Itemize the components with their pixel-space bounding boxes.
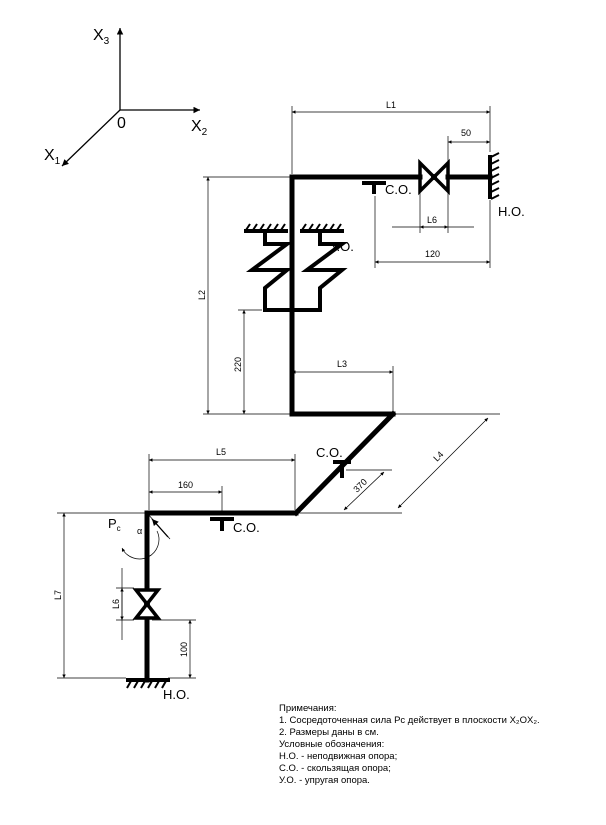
elastic-support-right bbox=[292, 223, 349, 312]
dimension-50 bbox=[447, 136, 490, 162]
axis-x2-label: X2 bbox=[191, 118, 208, 138]
dimension-L7-label: L7 bbox=[53, 590, 63, 600]
valve-bottom-body bbox=[132, 588, 162, 620]
dimension-L5-label: L5 bbox=[216, 447, 226, 457]
force-pc-angle-arc bbox=[121, 530, 160, 560]
valve-bottom bbox=[132, 588, 162, 620]
dimension-L6-bottom bbox=[116, 568, 134, 640]
dimension-L5 bbox=[148, 454, 296, 510]
notes-block: Примечания: 1. Сосредоточенная сила Pс д… bbox=[279, 703, 540, 787]
sliding-support-top-label: С.О. bbox=[385, 182, 412, 197]
dimension-160-label: 160 bbox=[178, 480, 193, 490]
dimension-370-label: 370 bbox=[351, 477, 369, 495]
fixed-support-bottom-label: Н.О. bbox=[163, 687, 190, 702]
axis-origin-label: 0 bbox=[117, 115, 126, 132]
fixed-support-top-label: Н.О. bbox=[498, 204, 525, 219]
axis-x3-label: X3 bbox=[93, 27, 110, 47]
legend-elastic-support: У.О. - упругая опора. bbox=[279, 775, 370, 786]
sliding-support-mid-label: С.О. bbox=[316, 445, 343, 460]
dimension-L2 bbox=[203, 176, 290, 415]
notes-line-2: 2. Размеры даны в см. bbox=[279, 727, 379, 738]
sliding-support-bottom-label: С.О. bbox=[233, 520, 260, 535]
dimension-L2-label: L2 bbox=[197, 290, 207, 300]
legend-fixed-support: Н.О. - неподвижная опора; bbox=[279, 751, 398, 762]
legend-title: Условные обозначения: bbox=[279, 739, 385, 750]
force-pc-label: Pc bbox=[108, 516, 121, 533]
dimension-L6-bottom-label: L6 bbox=[111, 599, 121, 609]
valve-top-body bbox=[418, 158, 450, 196]
sliding-support-mid bbox=[333, 460, 351, 478]
dimension-100-label: 100 bbox=[179, 642, 189, 657]
valve-bottom-center bbox=[144, 601, 150, 607]
dimension-220-label: 220 bbox=[233, 357, 243, 372]
valve-top-center bbox=[431, 174, 437, 180]
dimension-L6-top bbox=[392, 192, 474, 233]
dimension-L7 bbox=[57, 512, 145, 679]
dimension-L4 bbox=[296, 413, 500, 514]
dimension-100 bbox=[152, 619, 196, 679]
force-pc-line bbox=[146, 512, 171, 540]
sliding-support-top bbox=[362, 181, 386, 194]
legend-sliding-support: С.О. - скользящая опора; bbox=[279, 763, 391, 774]
elastic-support-label: У.О. bbox=[330, 239, 354, 254]
dimension-L3-label: L3 bbox=[337, 359, 347, 369]
force-angle-label: α bbox=[137, 526, 142, 536]
dimension-50-label: 50 bbox=[461, 128, 471, 138]
dimension-160 bbox=[149, 486, 223, 515]
dimension-370 bbox=[343, 469, 392, 511]
dimension-120 bbox=[374, 196, 491, 268]
force-pc bbox=[121, 512, 171, 560]
elastic-support-left bbox=[244, 223, 294, 312]
dimension-L1-label: L1 bbox=[386, 100, 396, 110]
notes-title: Примечания: bbox=[279, 703, 337, 714]
dimension-220 bbox=[238, 309, 262, 414]
notes-line-1: 1. Сосредоточенная сила Pс действует в п… bbox=[279, 715, 540, 726]
axis-x1-label: X1 bbox=[44, 147, 61, 167]
dimension-120-label: 120 bbox=[425, 249, 440, 259]
dimension-L4-label: L4 bbox=[431, 449, 445, 463]
dimension-L6-top-label: L6 bbox=[427, 215, 437, 225]
dimension-L3 bbox=[292, 366, 394, 412]
coordinate-axes: X3 X2 X1 0 bbox=[44, 27, 208, 167]
fixed-support-bottom bbox=[126, 678, 170, 689]
valve-top bbox=[418, 158, 450, 196]
fixed-support-top bbox=[488, 152, 500, 200]
dimension-L1 bbox=[291, 106, 491, 174]
sliding-support-bottom bbox=[210, 517, 234, 531]
axis-x1-line bbox=[61, 109, 121, 167]
